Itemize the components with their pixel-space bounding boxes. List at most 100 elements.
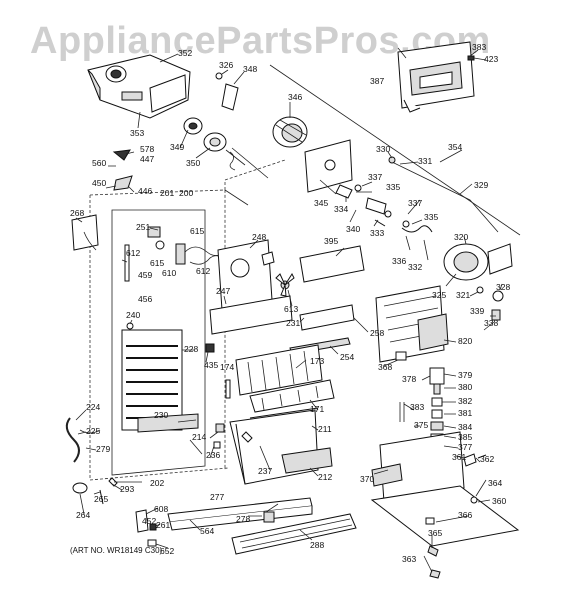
label-450: 450 bbox=[92, 178, 106, 188]
label-379: 379 bbox=[458, 370, 472, 380]
auger-part bbox=[272, 116, 308, 148]
freezer-bin-part bbox=[229, 407, 333, 485]
label-261: 261 bbox=[156, 520, 170, 530]
label-333: 333 bbox=[370, 228, 384, 238]
label-564: 564 bbox=[200, 526, 214, 536]
label-345: 345 bbox=[314, 198, 328, 208]
label-335b: 335 bbox=[424, 212, 438, 222]
label-337b: 337 bbox=[408, 198, 422, 208]
label-247: 247 bbox=[216, 286, 230, 296]
label-200: 200 bbox=[179, 188, 193, 198]
label-340: 340 bbox=[346, 224, 360, 234]
label-230a: 230 bbox=[154, 410, 168, 420]
linkage-parts bbox=[335, 156, 499, 233]
light-socket-part bbox=[71, 214, 99, 251]
bottom-rail-part bbox=[167, 497, 313, 531]
label-171: 171 bbox=[310, 404, 324, 414]
label-174: 174 bbox=[220, 362, 234, 372]
clip-part bbox=[395, 351, 407, 361]
label-452: 452 bbox=[142, 516, 156, 526]
label-615b: 615 bbox=[150, 258, 164, 268]
label-456: 456 bbox=[138, 294, 152, 304]
label-612b: 612 bbox=[196, 266, 210, 276]
label-321: 321 bbox=[456, 290, 470, 300]
label-350: 350 bbox=[186, 158, 200, 168]
label-360: 360 bbox=[492, 496, 506, 506]
label-288: 288 bbox=[310, 540, 324, 550]
label-435: 435 bbox=[204, 360, 218, 370]
label-383: 383 bbox=[410, 402, 424, 412]
label-377: 377 bbox=[458, 442, 472, 452]
label-339: 339 bbox=[470, 306, 484, 316]
label-325: 325 bbox=[432, 290, 446, 300]
label-202: 202 bbox=[150, 478, 164, 488]
label-383b: 383 bbox=[472, 42, 486, 52]
shelf-support-part bbox=[205, 343, 231, 399]
label-331: 331 bbox=[418, 156, 432, 166]
label-364: 364 bbox=[488, 478, 502, 488]
mounting-plate-part bbox=[304, 139, 353, 193]
label-346: 346 bbox=[288, 92, 302, 102]
label-279: 279 bbox=[96, 444, 110, 454]
label-237: 237 bbox=[258, 466, 272, 476]
label-278: 278 bbox=[236, 514, 250, 524]
fan-blade-part bbox=[275, 272, 295, 297]
label-293: 293 bbox=[120, 484, 134, 494]
label-447: 447 bbox=[140, 154, 154, 164]
label-610: 610 bbox=[162, 268, 176, 278]
liner-strip-part bbox=[124, 244, 130, 282]
label-332: 332 bbox=[408, 262, 422, 272]
ice-maker-cover-part bbox=[299, 245, 365, 283]
label-363: 363 bbox=[402, 554, 416, 564]
part-number-labels: 352 353 326 348 346 349 350 578 447 560 … bbox=[70, 42, 510, 564]
label-330: 330 bbox=[376, 144, 390, 154]
label-173: 173 bbox=[310, 356, 324, 366]
auger-motor-coupling bbox=[183, 117, 269, 179]
ice-maker-part bbox=[375, 285, 449, 363]
ice-bucket-part bbox=[87, 54, 191, 119]
label-362: 362 bbox=[480, 454, 494, 464]
label-240: 240 bbox=[126, 310, 140, 320]
cabinet-outline bbox=[89, 64, 521, 481]
label-375: 375 bbox=[414, 420, 428, 430]
label-381: 381 bbox=[458, 408, 472, 418]
label-349: 349 bbox=[170, 142, 184, 152]
label-228: 228 bbox=[184, 344, 198, 354]
label-361: 361 bbox=[452, 452, 466, 462]
bracket-part bbox=[215, 72, 239, 111]
label-335a: 335 bbox=[386, 182, 400, 192]
label-382: 382 bbox=[458, 396, 472, 406]
label-613: 613 bbox=[284, 304, 298, 314]
label-225: 225 bbox=[86, 426, 100, 436]
label-336: 336 bbox=[392, 256, 406, 266]
label-326: 326 bbox=[219, 60, 233, 70]
label-385: 385 bbox=[458, 432, 472, 442]
evaporator-part bbox=[121, 322, 183, 431]
label-320: 320 bbox=[454, 232, 468, 242]
dispenser-door-part bbox=[397, 41, 475, 113]
label-368: 368 bbox=[378, 362, 392, 372]
label-615a: 615 bbox=[190, 226, 204, 236]
bin-clip-parts bbox=[213, 423, 253, 449]
label-264: 264 bbox=[76, 510, 90, 520]
art-number: (ART NO. WR18149 C30) bbox=[70, 546, 163, 555]
label-446: 446 bbox=[138, 186, 152, 196]
label-277: 277 bbox=[210, 492, 224, 502]
label-334: 334 bbox=[334, 204, 348, 214]
label-352: 352 bbox=[178, 48, 192, 58]
label-384: 384 bbox=[458, 422, 472, 432]
label-236: 236 bbox=[206, 450, 220, 460]
label-201: 201 bbox=[160, 188, 174, 198]
label-560: 560 bbox=[92, 158, 106, 168]
label-423: 423 bbox=[484, 54, 498, 64]
label-329: 329 bbox=[474, 180, 488, 190]
label-265: 265 bbox=[94, 494, 108, 504]
label-212: 212 bbox=[318, 472, 332, 482]
label-652: 652 bbox=[160, 546, 174, 556]
wire-basket-part bbox=[235, 344, 335, 413]
label-348: 348 bbox=[243, 64, 257, 74]
label-254: 254 bbox=[340, 352, 354, 362]
base-plate-part bbox=[370, 485, 520, 579]
label-354: 354 bbox=[448, 142, 462, 152]
